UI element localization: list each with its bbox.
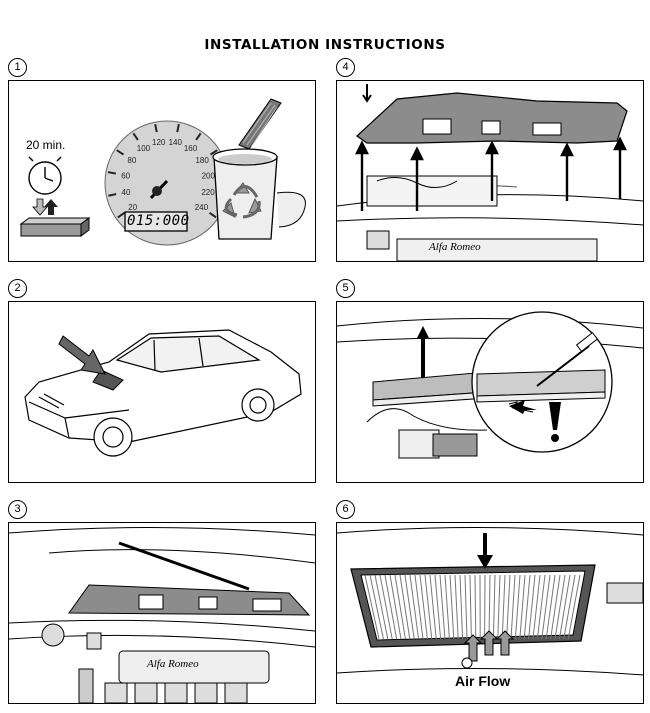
filter-pleat <box>464 574 468 640</box>
speed-tick <box>195 132 202 141</box>
speed-tick <box>132 132 139 141</box>
filter-pleat <box>550 574 561 640</box>
filter-pleat <box>523 574 531 640</box>
timer-label: 20 min. <box>26 138 66 152</box>
speed-tick <box>154 123 158 133</box>
filter-pleat <box>389 574 402 640</box>
step-3-illustration <box>9 526 315 703</box>
filter-pleat <box>454 574 459 640</box>
brand-logo: Alfa Romeo <box>429 241 481 253</box>
filter-pleat <box>419 574 428 640</box>
recycle-bin-icon <box>212 98 306 240</box>
filter-pleat <box>545 574 556 640</box>
filter-pleat <box>469 574 472 640</box>
airflow-label: Air Flow <box>455 673 511 689</box>
filter-pleat <box>364 574 380 640</box>
filter-pleat <box>439 574 446 640</box>
filter-pleat <box>414 574 424 640</box>
step-number-3: 3 <box>8 500 27 519</box>
step-number-2: 2 <box>8 279 27 298</box>
filter-pleat <box>459 574 464 640</box>
step-2-panel <box>8 301 316 483</box>
speed-tick <box>108 193 117 197</box>
filter-pleat <box>449 574 455 640</box>
speed-tick-label: 40 <box>122 188 131 197</box>
speed-tick <box>117 212 125 219</box>
filter-pleat <box>501 574 506 640</box>
speed-tick-label: 220 <box>201 188 215 197</box>
step-number-4: 4 <box>336 58 355 77</box>
speed-tick <box>209 212 217 219</box>
filter-pleat <box>488 574 491 640</box>
filter-pleat <box>541 574 551 640</box>
filter-pleat <box>379 574 393 640</box>
clock-icon <box>28 156 62 195</box>
filter-pleat <box>510 574 516 640</box>
step-number-1: 1 <box>8 58 27 77</box>
filter-pleat <box>519 574 526 640</box>
car-illustration <box>24 329 302 457</box>
filter-pleat <box>424 574 433 640</box>
speed-tick <box>209 149 218 156</box>
speed-tick-label: 120 <box>152 138 166 147</box>
filter-pleat <box>532 574 541 640</box>
filter-pleat <box>429 574 437 640</box>
speed-tick-label: 180 <box>195 156 209 165</box>
speed-tick-label: 20 <box>128 203 137 212</box>
speed-tick-label: 80 <box>127 156 136 165</box>
speed-tick <box>176 123 180 133</box>
filter-pleat <box>374 574 389 640</box>
filter-pleat <box>528 574 536 640</box>
filter-pleat <box>474 574 477 640</box>
filter-pleat <box>409 574 420 640</box>
speed-tick-label: 240 <box>195 203 209 212</box>
filter-pleat <box>444 574 450 640</box>
speed-tick-label: 60 <box>121 171 130 180</box>
step-5-illustration <box>337 311 643 459</box>
step-4-panel: Alfa Romeo <box>336 80 644 262</box>
filter-swap-icon <box>19 198 91 237</box>
filter-pleat <box>394 574 406 640</box>
speed-tick <box>107 171 117 175</box>
brand-logo: Alfa Romeo <box>147 658 199 670</box>
step-6-illustration <box>337 526 643 676</box>
speed-tick-label: 100 <box>137 144 151 153</box>
odometer-readout: 015:000 <box>127 213 190 229</box>
filter-pleat <box>399 574 411 640</box>
filter-pleat <box>514 574 521 640</box>
speed-tick-label: 160 <box>184 144 198 153</box>
filter-pleat <box>404 574 415 640</box>
up-arrows <box>355 136 627 211</box>
magnify-inset <box>471 311 613 453</box>
speed-tick-label: 200 <box>202 171 216 180</box>
speed-tick <box>116 149 125 156</box>
step-2-illustration <box>24 329 302 457</box>
step-number-6: 6 <box>336 500 355 519</box>
filter-pleat <box>384 574 398 640</box>
page-title: INSTALLATION INSTRUCTIONS <box>204 37 446 53</box>
step-3-panel: Alfa Romeo <box>8 522 316 704</box>
step-4-illustration <box>337 84 643 261</box>
filter-pleat <box>563 574 576 640</box>
filter-pleat <box>506 574 511 640</box>
filter-pleat <box>558 574 571 640</box>
filter-pleat <box>369 574 384 640</box>
filter-pleat <box>497 574 501 640</box>
step-number-5: 5 <box>336 279 355 298</box>
filter-pleat <box>492 574 496 640</box>
filter-pleat <box>554 574 566 640</box>
filter-pleat <box>567 574 581 640</box>
filter-pleat <box>536 574 546 640</box>
filter-pleat <box>434 574 442 640</box>
step-5-panel <box>336 301 644 483</box>
step-6-panel: Air Flow <box>336 522 644 704</box>
speed-tick-label: 140 <box>169 138 183 147</box>
